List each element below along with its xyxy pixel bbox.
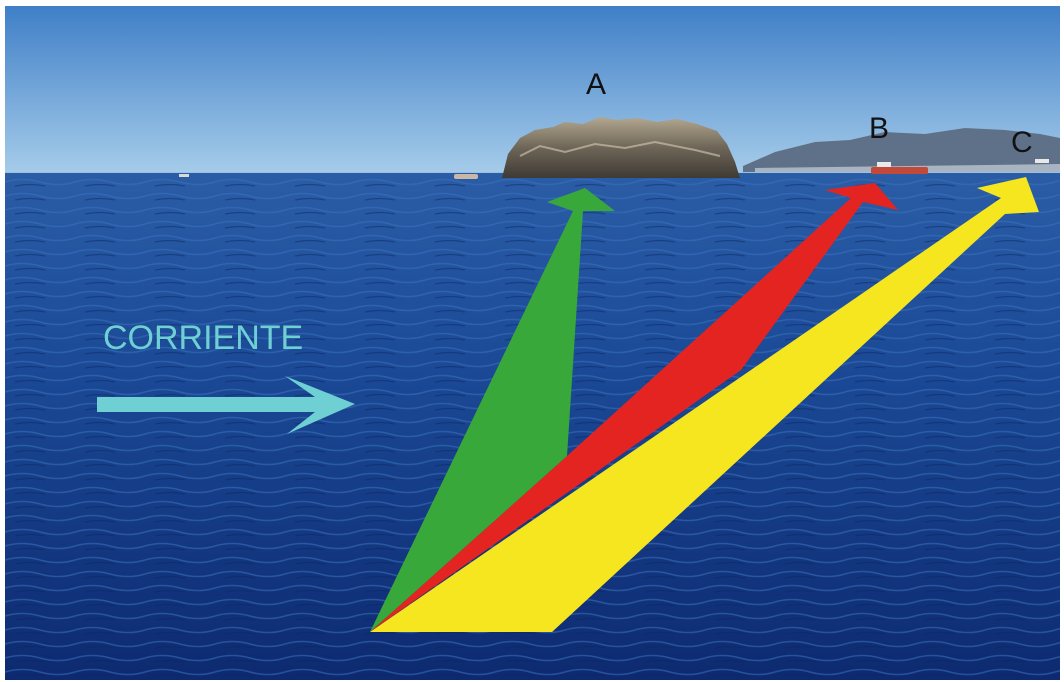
arrow-to-b — [370, 183, 898, 632]
boat-b — [871, 167, 928, 174]
current-arrow — [97, 376, 355, 434]
small-boat — [454, 174, 478, 179]
distant-coast — [743, 128, 1060, 172]
label-a: A — [586, 68, 606, 101]
label-c: C — [1011, 126, 1033, 159]
arrow-to-c — [370, 177, 1039, 632]
label-b: B — [869, 112, 889, 145]
sea-diagram-photo: A B C CORRIENTE — [5, 6, 1060, 680]
current-label: CORRIENTE — [103, 319, 303, 357]
arrow-to-a — [370, 188, 615, 632]
